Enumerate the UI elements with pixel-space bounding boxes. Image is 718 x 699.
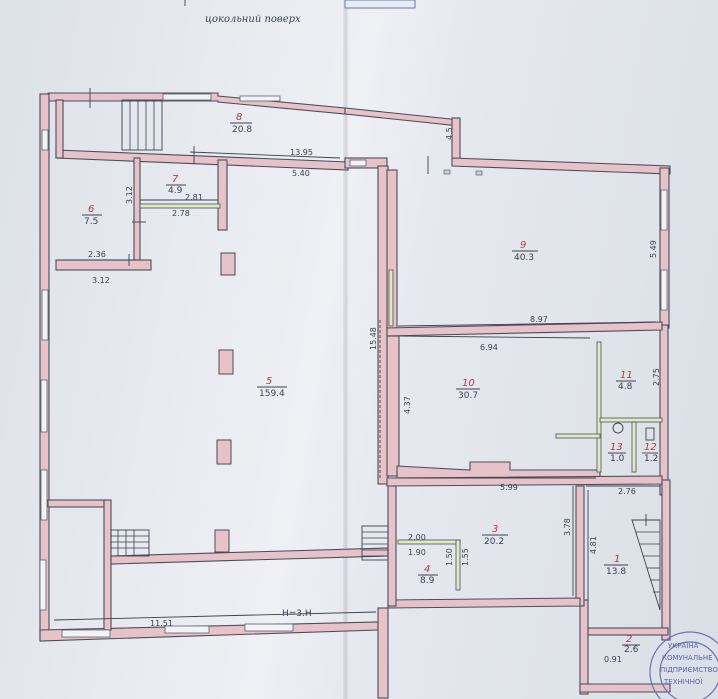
dim-label: 5.40 (292, 169, 310, 178)
stair-top (121, 99, 163, 151)
dim-label: 3.12 (125, 186, 134, 204)
svg-text:5: 5 (266, 376, 272, 387)
room-label: 4 8.9 (418, 564, 438, 586)
room-label: 7 4.9 (166, 174, 186, 196)
room-label: 3 20.2 (482, 524, 508, 547)
inner-walls (47, 99, 663, 631)
room-label: 10 30.7 (456, 378, 480, 401)
svg-text:3: 3 (492, 524, 498, 535)
dim-label: 11.51 (150, 619, 173, 628)
dim-label: 15.48 (369, 327, 378, 350)
svg-text:9: 9 (520, 240, 526, 251)
dim-label: 5.99 (500, 483, 518, 492)
stair-center (361, 525, 389, 561)
windows (39, 93, 668, 638)
dim-label: 1.50 (445, 548, 454, 566)
svg-text:4.9: 4.9 (168, 186, 183, 196)
official-stamp: УКРАЇНА КОМУНАЛЬНЕ ПІДПРИЄМСТВО ТЕХНІЧНО… (649, 631, 718, 699)
svg-text:2.6: 2.6 (624, 645, 639, 655)
dim-label: 2.78 (172, 209, 190, 218)
dim-label: 8.97 (530, 315, 548, 324)
room-label: 1 13.8 (604, 554, 628, 577)
dim-label: 13.95 (290, 148, 313, 157)
stair-bottom-left (110, 529, 150, 557)
svg-text:8: 8 (236, 112, 242, 123)
svg-text:1: 1 (614, 554, 620, 565)
dimension-labels: 13.95 4.5 5.40 2.81 2.78 3.12 2.36 3.12 … (88, 127, 661, 664)
svg-text:ПІДПРИЄМСТВО: ПІДПРИЄМСТВО (660, 666, 718, 674)
dim-label: 2.81 (185, 193, 203, 202)
room-label: 8 20.8 (230, 112, 252, 135)
fixtures (443, 169, 655, 441)
svg-text:8.9: 8.9 (420, 576, 435, 586)
height-mark: H=3.H (282, 609, 312, 619)
room-label: 11 4.8 (616, 370, 636, 392)
dimension-lines (53, 88, 660, 621)
svg-text:159.4: 159.4 (259, 389, 285, 399)
columns (214, 252, 236, 553)
room-label: 5 159.4 (257, 376, 287, 399)
svg-text:10: 10 (462, 378, 475, 389)
dim-label: 2.76 (618, 487, 636, 496)
svg-text:УКРАЇНА: УКРАЇНА (668, 641, 699, 650)
svg-text:30.7: 30.7 (458, 391, 478, 401)
dim-label: 4.37 (403, 396, 412, 414)
svg-text:13.8: 13.8 (606, 567, 626, 577)
room-label: 12 1.2 (642, 442, 658, 464)
dim-label: 2.75 (652, 368, 661, 386)
dim-label: 4.5 (445, 127, 454, 140)
svg-text:20.8: 20.8 (232, 125, 252, 135)
svg-text:1.0: 1.0 (610, 454, 625, 464)
svg-text:ТЕХНІЧНОЇ: ТЕХНІЧНОЇ (663, 677, 703, 686)
dim-label: 0.91 (604, 655, 622, 664)
dim-label: 6.94 (480, 343, 498, 352)
page-fold (343, 0, 349, 699)
svg-text:12: 12 (644, 442, 657, 453)
dim-label: 1.90 (408, 548, 426, 557)
room-labels: 8 20.8 6 7.5 7 4.9 5 159.4 9 40.3 (82, 112, 658, 655)
svg-text:КОМУНАЛЬНЕ: КОМУНАЛЬНЕ (662, 654, 713, 662)
room-label: 13 1.0 (608, 442, 626, 464)
dim-label: 1.55 (461, 548, 470, 566)
stair-right (631, 514, 661, 611)
svg-text:6: 6 (88, 204, 94, 215)
svg-text:7: 7 (172, 174, 179, 185)
svg-text:13: 13 (610, 442, 623, 453)
svg-text:40.3: 40.3 (514, 253, 534, 263)
plan-title: цокольний поверх (205, 14, 301, 25)
svg-text:11: 11 (620, 370, 633, 381)
svg-text:4.8: 4.8 (618, 382, 633, 392)
svg-text:7.5: 7.5 (84, 217, 98, 227)
outer-walls (39, 92, 671, 699)
room-label: 2 2.6 (622, 634, 640, 655)
svg-text:1.2: 1.2 (644, 454, 658, 464)
dim-label: 3.78 (563, 518, 572, 536)
room-label: 9 40.3 (512, 240, 538, 263)
dim-label: 5.49 (649, 240, 658, 258)
svg-text:4: 4 (424, 564, 430, 575)
dim-label: 2.00 (408, 533, 426, 542)
top-edge-marks (184, 0, 416, 9)
dim-label: 2.36 (88, 250, 106, 259)
svg-text:2: 2 (626, 634, 632, 645)
svg-text:20.2: 20.2 (484, 537, 504, 547)
dim-label: 3.12 (92, 276, 110, 285)
dim-label: 4.81 (589, 536, 598, 554)
room-label: 6 7.5 (82, 204, 102, 227)
